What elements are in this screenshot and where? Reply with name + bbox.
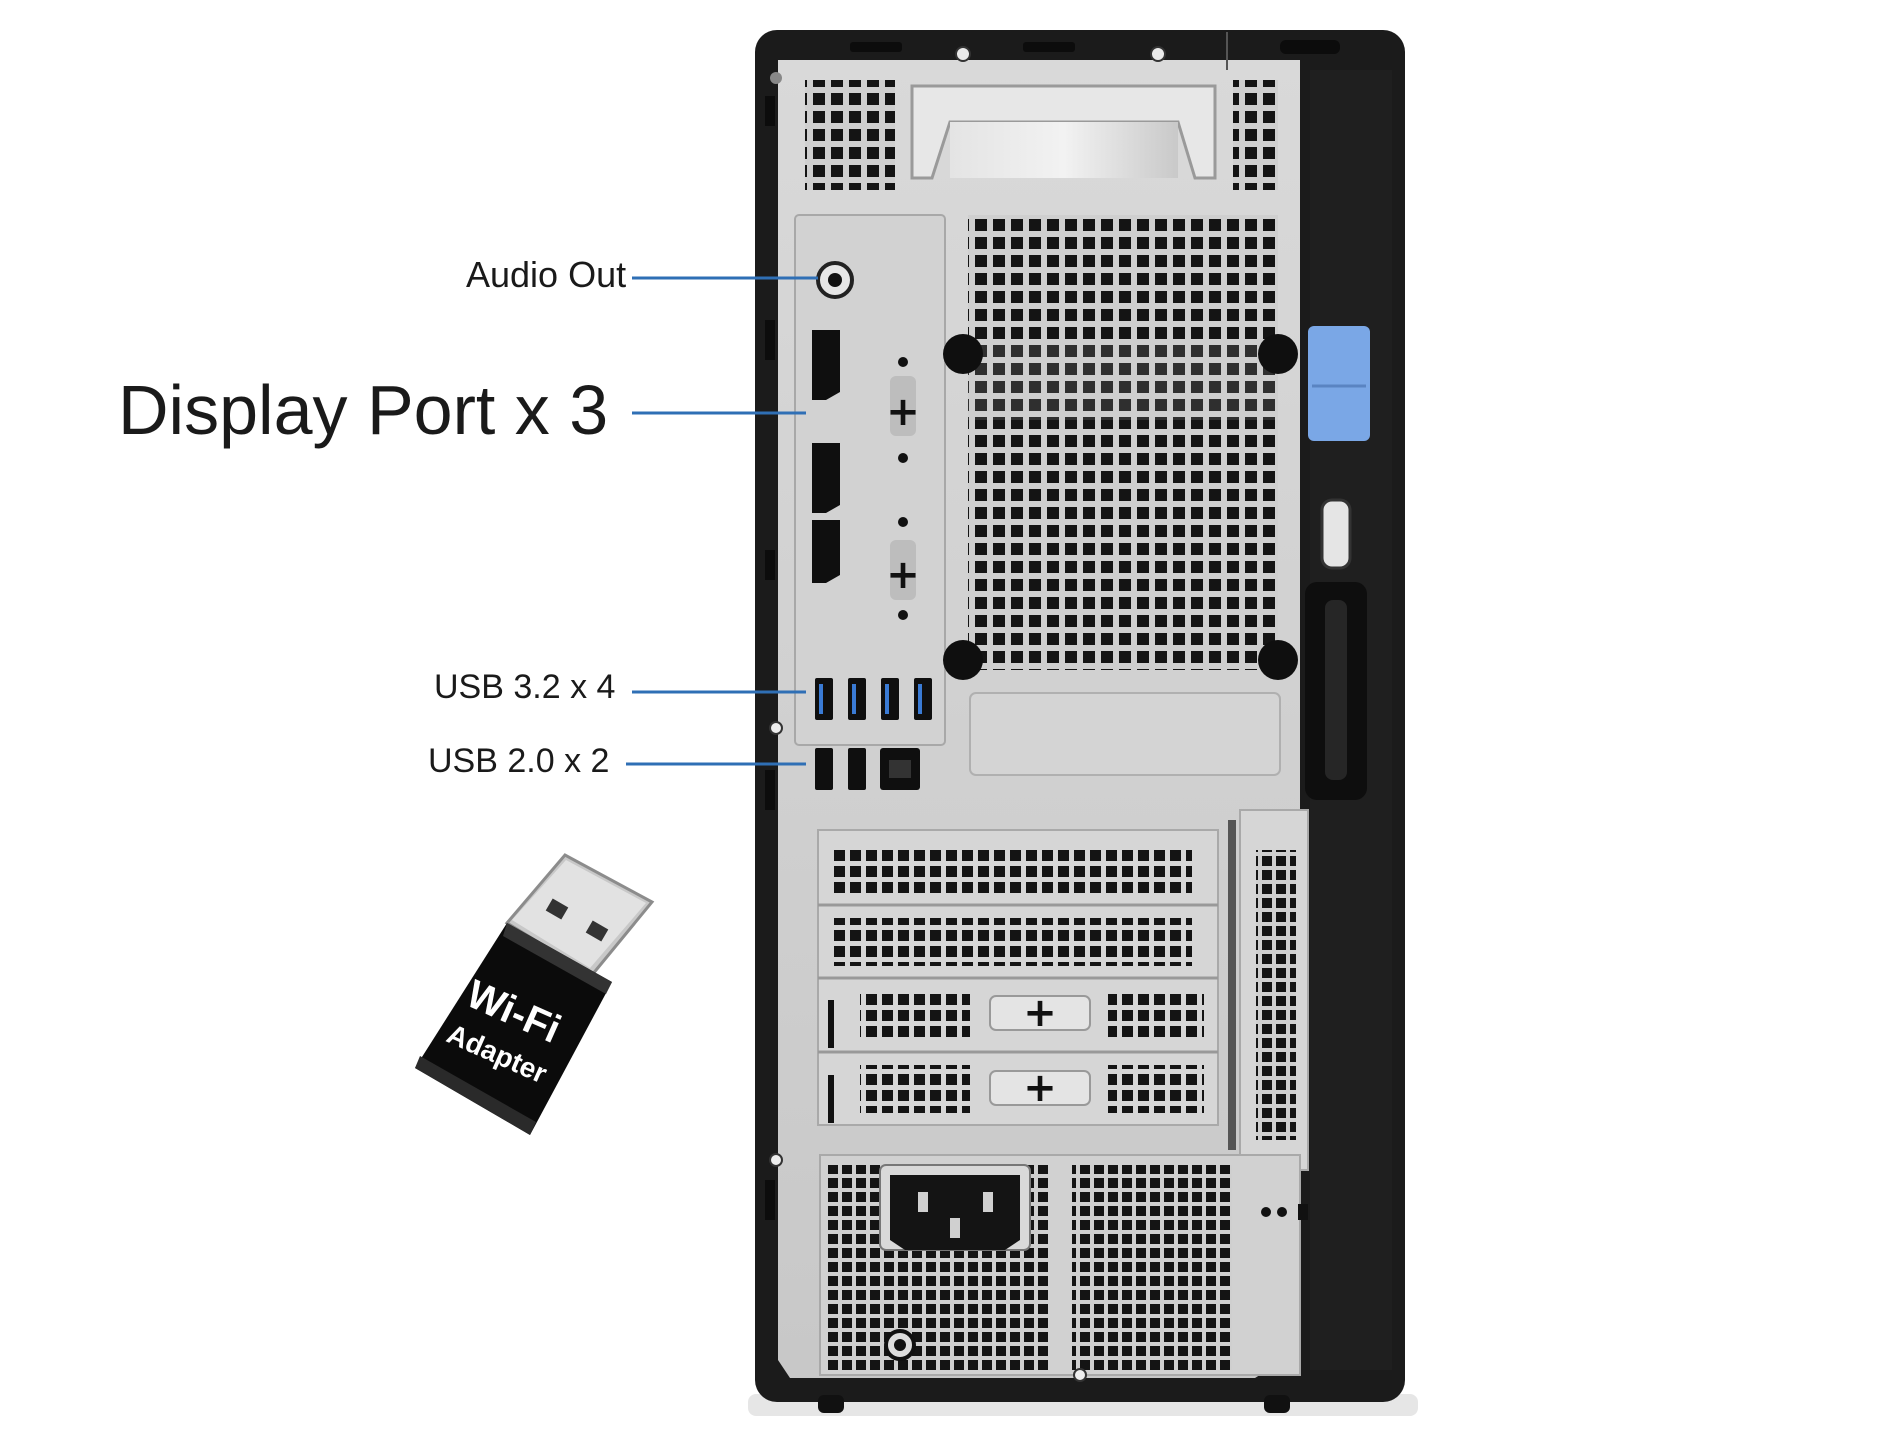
audio-out-label: Audio Out bbox=[466, 254, 627, 295]
svg-text:+: + bbox=[1023, 1065, 1057, 1111]
display-port-label: Display Port x 3 bbox=[118, 371, 609, 449]
power-socket-icon bbox=[879, 1164, 1031, 1251]
usb20-label: USB 2.0 x 2 bbox=[428, 742, 610, 780]
usb32-label: USB 3.2 x 4 bbox=[434, 668, 616, 706]
leader-lines bbox=[626, 276, 818, 766]
display-port-icon bbox=[812, 330, 840, 583]
audio-out-jack-icon bbox=[816, 261, 854, 299]
computer-rear-icon: + + bbox=[748, 30, 1418, 1416]
svg-text:+: + bbox=[1023, 990, 1057, 1036]
usb20-port-icon bbox=[815, 748, 866, 790]
blue-latch-icon bbox=[1308, 326, 1370, 441]
ethernet-port-icon bbox=[880, 748, 920, 790]
usb32-port-icon bbox=[815, 678, 932, 720]
svg-text:+: + bbox=[886, 552, 920, 598]
wifi-adapter-icon bbox=[415, 853, 655, 1135]
svg-text:+: + bbox=[886, 389, 920, 435]
